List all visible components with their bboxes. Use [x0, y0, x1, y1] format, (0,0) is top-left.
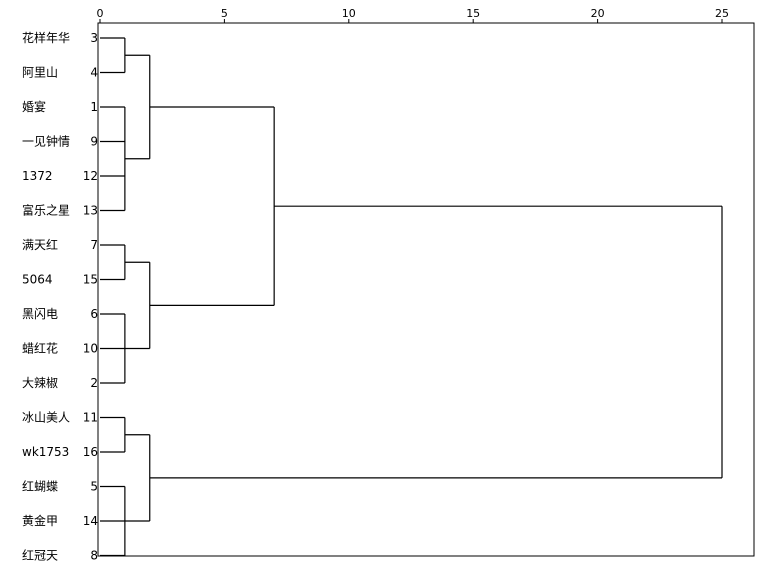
plot-frame	[97, 22, 755, 557]
leaf-id-label: 6	[90, 307, 98, 321]
x-tick-label: 5	[221, 7, 228, 20]
leaf-id-label: 11	[83, 411, 98, 425]
x-tick-label: 15	[466, 7, 480, 20]
x-tick-label: 10	[342, 7, 356, 20]
dendrogram-links	[100, 37, 723, 557]
leaf-name-label: 蜡红花	[22, 341, 58, 356]
leaf-id-label: 1	[90, 100, 98, 114]
leaf-name-label: 阿里山	[22, 66, 58, 80]
leaf-id-label: 8	[90, 549, 98, 563]
leaf-id-label: 7	[90, 238, 98, 252]
leaf-id-label: 4	[90, 66, 98, 80]
leaf-id-label: 13	[83, 204, 98, 218]
leaf-name-label: 一见钟情	[22, 134, 70, 149]
leaf-id-label: 2	[90, 376, 98, 390]
x-tick-label: 0	[97, 7, 104, 20]
leaf-name-label: 满天红	[22, 237, 58, 252]
leaf-name-label: 红冠天	[22, 548, 58, 563]
leaf-name-label: 花样年华	[22, 30, 70, 45]
leaf-id-label: 5	[90, 480, 98, 494]
leaf-id-label: 14	[83, 514, 98, 528]
leaf-name-label: 黄金甲	[22, 513, 58, 528]
leaf-id-label: 9	[90, 135, 98, 149]
x-axis-ticks: 0 5 10 15 20 25	[97, 7, 729, 23]
leaf-id-label: 16	[83, 445, 98, 459]
leaf-name-label: 大辣椒	[22, 376, 58, 390]
leaf-id-label: 3	[90, 31, 98, 45]
leaf-name-label: 5064	[22, 273, 53, 287]
leaf-labels: 花样年华 3 阿里山 4 婚宴 1 一见钟情 9 1372 12 富乐之星 13 满天红 7 5064 15 黑…	[22, 30, 98, 563]
leaf-name-label: 富乐之星	[22, 203, 70, 218]
leaf-name-label: 红蝴蝶	[22, 479, 58, 494]
leaf-name-label: wk1753	[22, 445, 69, 459]
leaf-id-label: 15	[83, 273, 98, 287]
leaf-name-label: 1372	[22, 169, 53, 183]
x-tick-label: 20	[591, 7, 605, 20]
leaf-name-label: 冰山美人	[22, 411, 70, 425]
leaf-id-label: 10	[83, 342, 98, 356]
leaf-name-label: 婚宴	[22, 99, 46, 114]
leaf-name-label: 黑闪电	[22, 307, 58, 321]
x-tick-label: 25	[715, 7, 729, 20]
leaf-id-label: 12	[83, 169, 98, 183]
